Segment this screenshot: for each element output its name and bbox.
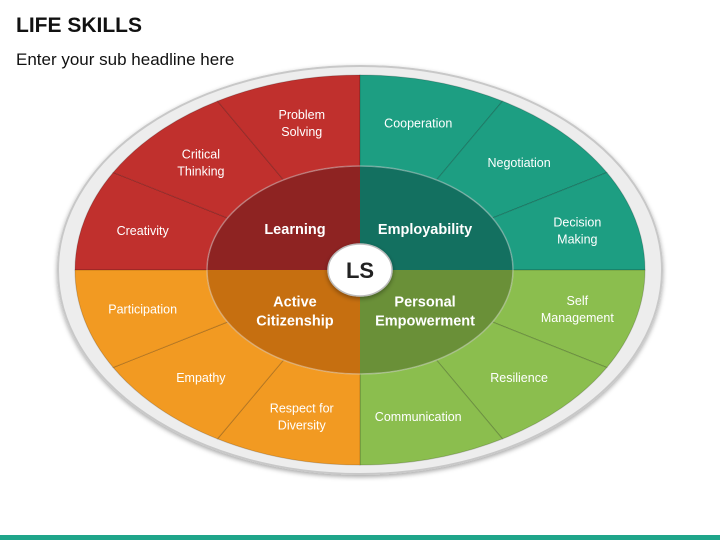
quadrant-label-personal-empowerment-line-2: Empowerment [375, 314, 475, 330]
skill-label-employability-2: Negotiation [487, 156, 550, 170]
quadrant-employability [360, 166, 513, 270]
quadrant-personal-empowerment [360, 270, 513, 374]
skill-label-learning-3-line-2: Solving [281, 125, 322, 139]
bottom-accent-bar [0, 535, 720, 540]
inner-quadrants [206, 165, 514, 375]
quadrant-learning [207, 166, 360, 270]
quadrant-label-active-citizenship-line-1: Active [273, 295, 317, 311]
skill-label-active-citizenship-3: Participation [108, 303, 177, 317]
skill-label-personal-empowerment-3: Communication [375, 410, 462, 424]
skill-label-learning-2-line-2: Thinking [177, 164, 224, 178]
skill-label-employability-3-line-1: Decision [553, 216, 601, 230]
skill-label-employability-1: Cooperation [384, 117, 452, 131]
quadrant-label-employability: Employability [378, 222, 472, 238]
page-title: LIFE SKILLS [16, 14, 142, 37]
skill-label-learning-3-line-1: Problem [278, 108, 325, 122]
skill-label-learning-1: Creativity [117, 224, 170, 238]
quadrant-label-personal-empowerment-line-1: Personal [394, 295, 455, 311]
center-ellipse [327, 243, 393, 297]
skill-label-employability-3-line-2: Making [557, 233, 597, 247]
quadrant-label-learning: Learning [264, 222, 325, 238]
center-badge: LS [327, 243, 393, 297]
quadrant-active-citizenship [207, 270, 360, 374]
outer-segments [74, 74, 646, 466]
center-label: LS [346, 258, 374, 283]
quadrant-label-active-citizenship-line-2: Citizenship [256, 314, 333, 330]
skill-label-active-citizenship-1-line-2: Diversity [278, 419, 327, 433]
inner-ellipse-outline [206, 165, 514, 375]
skill-label-learning-2-line-1: Critical [182, 147, 220, 161]
inner-labels: Learning EmployabilityPersonalEmpowerment… [256, 222, 475, 330]
skill-label-personal-empowerment-2: Resilience [490, 371, 548, 385]
skill-label-active-citizenship-2: Empathy [176, 371, 226, 385]
skill-label-personal-empowerment-1-line-1: Self [567, 294, 589, 308]
page-subtitle: Enter your sub headline here [16, 50, 235, 69]
skill-label-personal-empowerment-1-line-2: Management [541, 311, 614, 325]
skill-label-active-citizenship-1-line-1: Respect for [270, 402, 334, 416]
